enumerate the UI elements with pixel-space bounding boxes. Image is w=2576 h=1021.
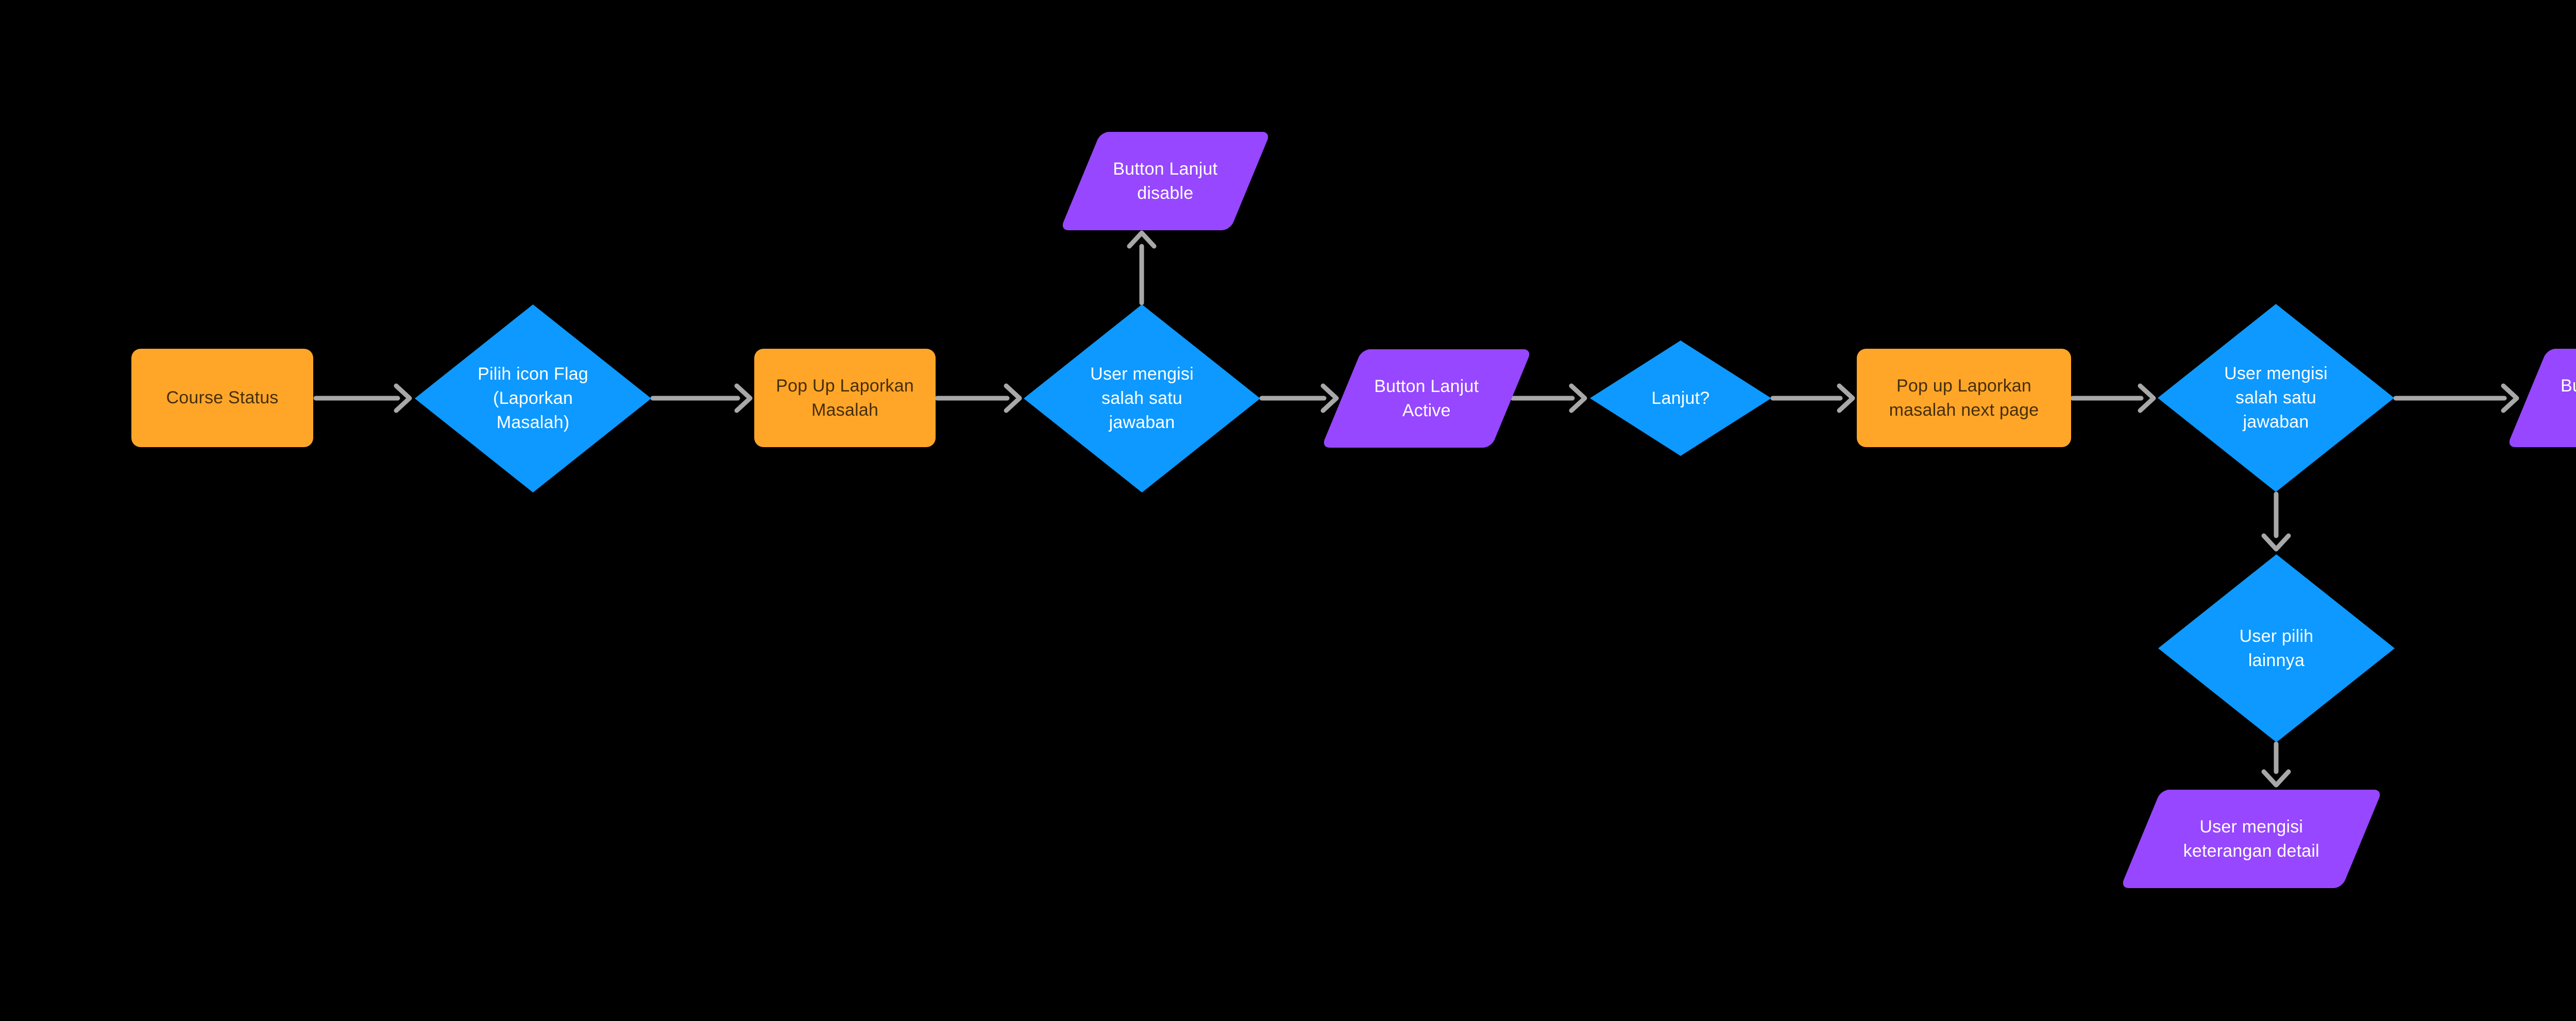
node-label: Lanjut? — [1651, 388, 1710, 408]
node-popup-laporkan-masalah[interactable]: Pop Up Laporkan Masalah — [754, 349, 936, 447]
arrow-user-mengisi-2-to-user-pilih-lainnya — [2261, 491, 2291, 552]
arrow-user-mengisi-2-to-button-kirim-active — [2393, 383, 2519, 413]
arrow-popup-laporkan-to-user-mengisi-1 — [935, 383, 1022, 413]
node-user-mengisi-keterangan-detail[interactable]: User mengisi keterangan detail — [2120, 790, 2383, 888]
node-popup-laporkan-next-page[interactable]: Pop up Laporkan masalah next page — [1857, 349, 2071, 447]
arrow-popup-next-page-to-user-mengisi-2 — [2070, 383, 2156, 413]
arrow-pilih-icon-flag-to-popup-laporkan — [650, 383, 753, 413]
node-label: Pilih icon Flag (Laporkan Masalah) — [478, 364, 588, 432]
node-label: User mengisi salah satu jawaban — [2224, 364, 2328, 432]
node-label: Course Status — [166, 388, 279, 407]
node-label: User mengisi salah satu jawaban — [1090, 364, 1194, 432]
node-label: Button Kirim Active — [2561, 376, 2576, 396]
arrow-user-mengisi-1-to-button-lanjut-active — [1259, 383, 1339, 413]
arrow-user-pilih-lainnya-to-user-keterangan — [2261, 741, 2291, 788]
arrow-lanjut-to-popup-next-page — [1770, 383, 1855, 413]
arrow-button-lanjut-active-to-lanjut — [1510, 383, 1587, 413]
node-label: Pop up Laporkan masalah next page — [1889, 376, 2039, 420]
node-label: Button Lanjut disable — [1113, 159, 1218, 203]
arrow-user-mengisi-1-to-button-lanjut-disable — [1127, 230, 1157, 305]
node-label: Button Lanjut Active — [1374, 376, 1479, 420]
node-label: User pilih lainnya — [2239, 626, 2314, 670]
arrow-course-status-to-pilih-icon-flag — [313, 383, 412, 413]
node-label: Pop Up Laporkan Masalah — [776, 376, 914, 420]
node-course-status[interactable]: Course Status — [131, 349, 313, 447]
node-label: User mengisi keterangan detail — [2183, 816, 2320, 861]
